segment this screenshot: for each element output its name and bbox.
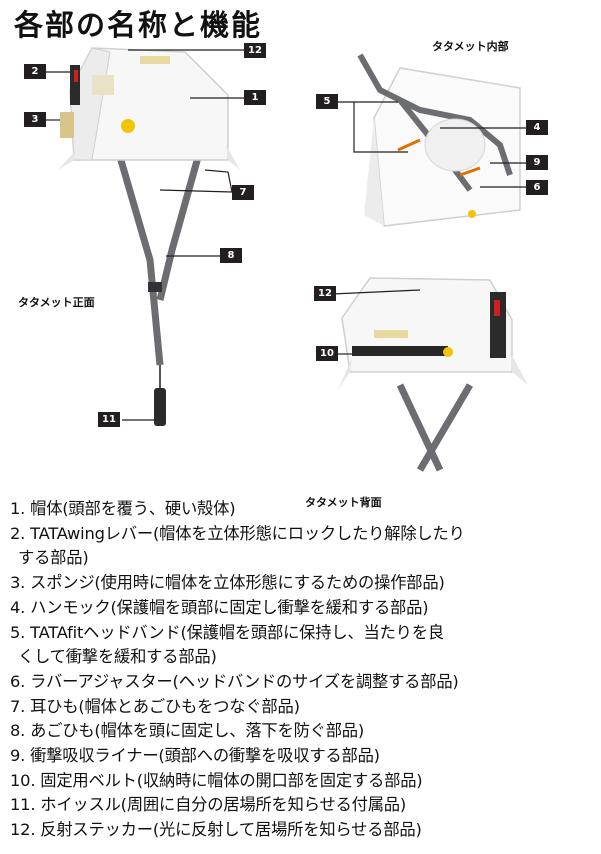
page-title: 各部の名称と機能 xyxy=(14,8,263,42)
impact-liner xyxy=(424,118,486,172)
callout-5: 5 xyxy=(316,94,338,109)
shell-inner-edge xyxy=(364,118,384,226)
callout-8: 8 xyxy=(220,248,242,263)
reflective-sticker-front xyxy=(140,56,170,64)
part-item-2: 2. TATAwingレバー(帽体を立体形態にロックしたり解除したりする部品) xyxy=(10,523,465,568)
part-item-5: 5. TATAfitヘッドバンド(保護帽を頭部に保持し、当たりを良くして衝撃を緩… xyxy=(10,622,444,667)
callout-11: 11 xyxy=(98,412,120,427)
part-item-9: 9. 衝撃吸収ライナー(頭部への衝撃を吸収する部品) xyxy=(10,746,380,766)
lever-red-tab xyxy=(74,70,78,82)
back-straps xyxy=(396,383,474,472)
fixing-belt xyxy=(352,346,448,356)
part-item-10: 10. 固定用ベルト(収納時に帽体の開口部を固定する部品) xyxy=(10,770,423,790)
part-item-7: 7. 耳ひも(帽体とあごひもをつなぐ部品) xyxy=(10,696,300,716)
back-brim-right xyxy=(510,352,528,385)
part-item-1: 1. 帽体(頭部を覆う、硬い殻体) xyxy=(10,499,236,518)
rubber-adjuster-marks xyxy=(397,138,481,177)
whistle xyxy=(154,388,166,426)
helmet-inner-view xyxy=(357,53,521,227)
callout-10: 10 xyxy=(316,346,338,361)
caption-front-view: タタメット正面 xyxy=(18,296,95,309)
callout-1: 1 xyxy=(244,90,266,105)
part-item-11: 11. ホイッスル(周囲に自分の居場所を知らせる付属品) xyxy=(10,795,407,815)
helmet-brim-right xyxy=(226,145,240,170)
front-knob xyxy=(121,119,135,133)
callout-3: 3 xyxy=(24,112,46,127)
parts-list: 1. 帽体(頭部を覆う、硬い殻体) 2. TATAwingレバー(帽体を立体形態… xyxy=(10,497,595,843)
callout-7: 7 xyxy=(232,185,254,200)
callout-2: 2 xyxy=(24,64,46,79)
callout-6: 6 xyxy=(526,180,548,195)
back-knob xyxy=(443,347,453,357)
part-item-3: 3. スポンジ(使用時に帽体を立体形態にするための操作部品) xyxy=(10,573,445,593)
part-item-6: 6. ラバーアジャスター(ヘッドバンドのサイズを調整する部品) xyxy=(10,671,459,691)
caption-back-view: タタメット背面 xyxy=(305,496,382,509)
callout-4: 4 xyxy=(526,120,548,135)
warning-label xyxy=(92,75,114,95)
inner-knob xyxy=(468,210,476,218)
reflective-sticker-back xyxy=(374,330,408,338)
part-item-4: 4. ハンモック(保護帽を頭部に固定し衝撃を緩和する部品) xyxy=(10,597,429,617)
chin-strap-right xyxy=(156,149,204,301)
helmet-illustrations xyxy=(46,47,528,472)
helmet-back-view xyxy=(338,277,528,472)
part-item-8: 8. あごひも(帽体を頭に固定し、落下を防ぐ部品) xyxy=(10,721,365,741)
callout-12-front: 12 xyxy=(244,43,266,58)
tatawing-lever xyxy=(70,65,80,105)
back-lever-red-tab xyxy=(494,300,500,316)
helmet-front-view xyxy=(58,47,240,426)
callout-9: 9 xyxy=(526,155,548,170)
callout-12-back: 12 xyxy=(314,286,336,301)
part-item-12: 12. 反射ステッカー(光に反射して居場所を知らせる部品) xyxy=(10,820,422,840)
back-brim-left xyxy=(338,358,352,390)
strap-buckle xyxy=(148,282,162,292)
chin-strap-left xyxy=(114,149,164,366)
caption-inner-view: タタメット内部 xyxy=(432,40,509,53)
sponge xyxy=(60,112,74,138)
headband xyxy=(357,53,513,176)
leader-lines xyxy=(46,49,526,421)
helmet-brim-left xyxy=(58,150,76,170)
